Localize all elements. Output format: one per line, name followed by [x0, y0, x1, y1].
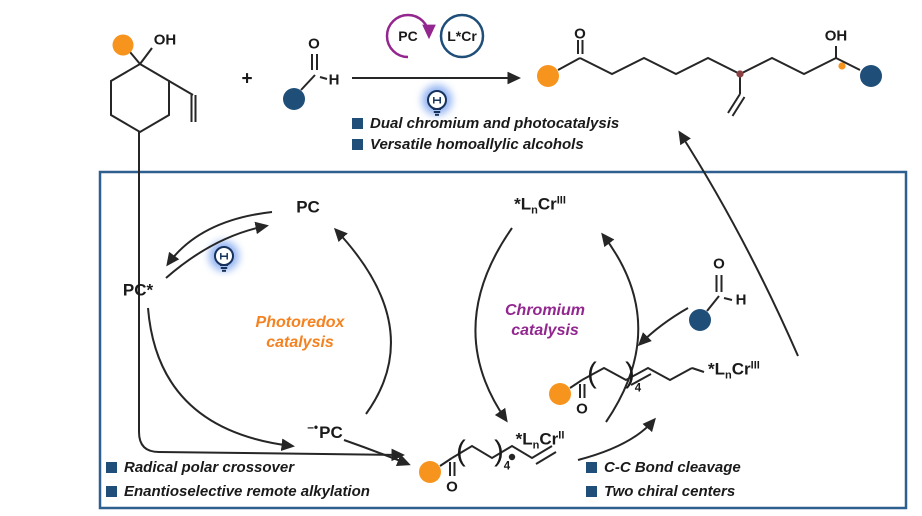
top-bullet-1: Dual chromium and photocatalysis — [352, 115, 619, 132]
bullet-marker — [352, 118, 363, 129]
cr2-label: *LnCrII — [515, 429, 565, 452]
aldehyde-structure — [283, 54, 328, 110]
bullet-marker — [586, 462, 597, 473]
radical-to-chromium-arrow — [577, 417, 656, 461]
to-product-arrow — [678, 130, 799, 357]
substrate-structure — [110, 34, 197, 134]
bottom-bullet-4-text: Two chiral centers — [604, 483, 736, 500]
pc-excitation-return-arrow — [165, 221, 269, 279]
bullet-marker — [352, 139, 363, 150]
aldehyde-structure-2 — [689, 275, 733, 331]
radical-dot — [508, 453, 516, 461]
pc-excitation-arrow — [166, 211, 273, 267]
allyl-cr3-prefix: *L — [708, 359, 725, 379]
radical-paren-close: ) — [494, 435, 504, 468]
cr3-oxidation-state: III — [556, 194, 566, 207]
cr3-prefix: *L — [514, 194, 532, 214]
bottom-bullet-2: Enantioselective remote alkylation — [106, 483, 370, 500]
product-o-label: O — [574, 25, 586, 43]
pc-radical-text: PC — [319, 423, 343, 442]
allyl-paren-close: ) — [625, 357, 635, 390]
photoredox-name-line2: catalysis — [266, 334, 334, 351]
mechanism-box — [98, 170, 908, 510]
aldehyde2-h-label: H — [735, 291, 747, 309]
pc-label: PC — [296, 197, 320, 217]
substrate-oh-label: OH — [153, 31, 177, 49]
photoredox-left-arc — [147, 307, 295, 452]
cr2-oxidation-state: II — [558, 429, 565, 442]
cr2-sub-n: n — [532, 439, 540, 452]
top-bullet-2: Versatile homoallylic alcohols — [352, 136, 584, 153]
chromium-badge-circle — [439, 13, 485, 59]
aldehyde2-o-label: O — [713, 255, 725, 273]
pc-badge-label: PC — [398, 28, 418, 44]
plus-sign: + — [241, 68, 253, 90]
cr2-prefix: *L — [515, 429, 533, 449]
bottom-bullet-1-text: Radical polar crossover — [124, 459, 295, 476]
radical-repeat-n: 4 — [503, 460, 511, 473]
chromium-left-arc — [474, 227, 513, 423]
product-oh-label: OH — [824, 27, 848, 45]
cr3-label: *LnCrIII — [514, 194, 566, 217]
allyl-cr3-oxidation-state: III — [750, 359, 760, 372]
chromium-name-line1: Chromium — [505, 302, 585, 319]
photoredox-right-arc — [333, 227, 392, 415]
pc-excited-label: PC* — [122, 280, 154, 300]
allyl-o-label: O — [576, 400, 588, 418]
allyl-cr3-label: *LnCrIII — [708, 359, 760, 382]
substrate-in-arrow — [138, 132, 405, 462]
chromium-name-line2: catalysis — [511, 322, 579, 339]
catalyst-badges — [385, 13, 485, 59]
stereocenter-dot-maroon — [736, 70, 744, 78]
aldehyde-in-arrow — [637, 307, 689, 347]
cr-badge-label: L*Cr — [447, 28, 477, 44]
pc-cycle-badge-circle — [385, 13, 436, 59]
mechanism-arrows — [138, 130, 799, 466]
aldehyde-o-label: O — [308, 35, 320, 53]
top-bullet-2-text: Versatile homoallylic alcohols — [370, 136, 584, 153]
product-structure — [537, 40, 882, 117]
allyl-chromium-structure — [549, 366, 705, 405]
radical-o-label: O — [446, 478, 458, 496]
pc-radical-anion-label: –•PC — [307, 421, 343, 441]
aldehyde-h-label: H — [328, 71, 340, 89]
lightbulb-icon — [422, 85, 452, 115]
bottom-bullet-4: Two chiral centers — [586, 483, 735, 500]
cr3-sub-n: n — [531, 204, 538, 217]
bottom-bullet-3: C-C Bond cleavage — [586, 459, 741, 476]
pc-radical-to-substrate-arrow — [343, 439, 411, 466]
allyl-paren-open: ( — [587, 357, 597, 390]
top-bullet-1-text: Dual chromium and photocatalysis — [370, 115, 620, 132]
allyl-cr3-element: Cr — [731, 359, 751, 379]
cr3-element: Cr — [537, 194, 557, 214]
bullet-marker — [106, 462, 117, 473]
radical-intermediate-structure — [419, 444, 557, 483]
radical-paren-open: ( — [456, 435, 466, 468]
photoredox-name-line1: Photoredox — [255, 314, 345, 331]
bottom-bullet-2-text: Enantioselective remote alkylation — [124, 483, 370, 500]
bullet-marker — [586, 486, 597, 497]
bottom-bullet-3-text: C-C Bond cleavage — [604, 459, 741, 476]
allyl-cr3-sub-n: n — [725, 369, 732, 382]
chromium-right-arc — [601, 232, 640, 423]
stereocenter-dot-orange — [838, 62, 846, 70]
cr2-element: Cr — [539, 429, 559, 449]
bottom-bullet-1: Radical polar crossover — [106, 459, 294, 476]
radical-anion-mark: –• — [307, 420, 319, 434]
allyl-repeat-n: 4 — [634, 382, 642, 395]
bullet-marker — [106, 486, 117, 497]
